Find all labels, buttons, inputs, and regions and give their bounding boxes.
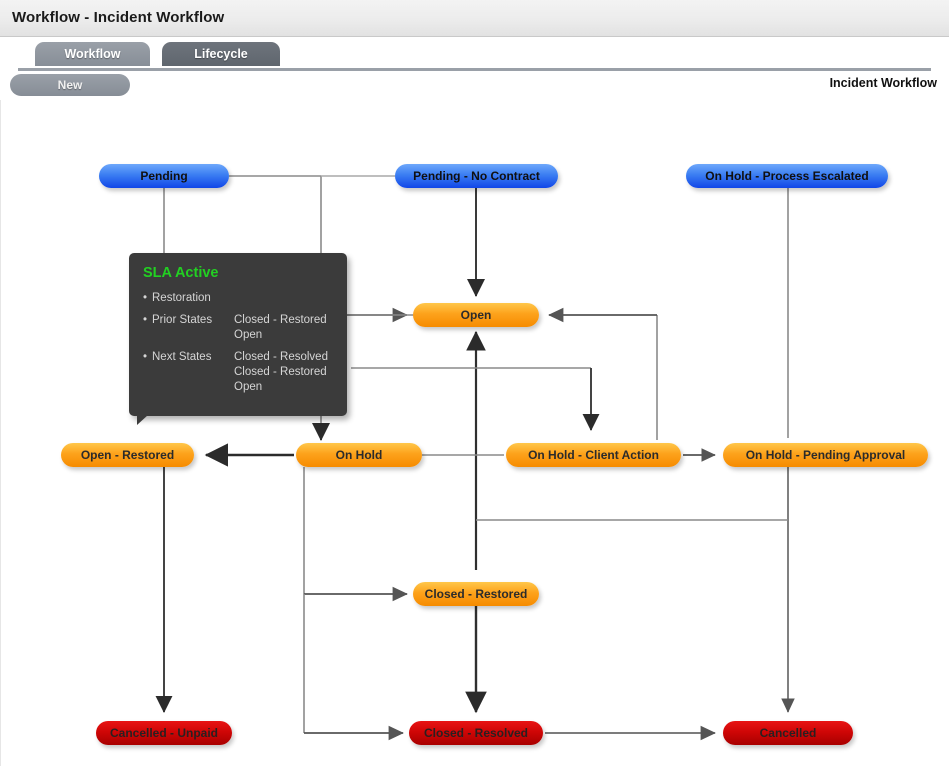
sla-tooltip-value: Closed - Resolved [234,351,328,363]
workflow-diagram-canvas[interactable]: Pending Pending - No Contract On Hold - … [0,100,949,766]
sla-tooltip-row-label: Prior States [152,314,213,326]
node-pending-no-contract[interactable]: Pending - No Contract [395,164,558,188]
node-closed-resolved[interactable]: Closed - Resolved [409,721,543,745]
sla-tooltip-row: • Next States Closed - Resolved Closed -… [143,350,333,395]
page-title: Workflow - Incident Workflow [12,9,225,26]
window-titlebar: Workflow - Incident Workflow [0,0,949,37]
sla-tooltip-value: Open [234,329,263,341]
tab-underline [18,68,931,71]
tab-strip: Workflow Lifecycle [0,38,949,70]
new-button[interactable]: New [10,74,130,96]
node-cancelled[interactable]: Cancelled [723,721,853,745]
sla-tooltip-value: Open [234,381,263,393]
action-bar: New Incident Workflow [0,72,949,100]
node-on-hold-pending-approval[interactable]: On Hold - Pending Approval [723,443,928,467]
sla-tooltip-row-values [211,291,333,306]
sla-tooltip-value: Closed - Restored [234,314,327,326]
node-on-hold-process-escalated[interactable]: On Hold - Process Escalated [686,164,888,188]
sla-tooltip-row-values: Closed - Resolved Closed - Restored Open [234,350,333,395]
diagram-caption: Incident Workflow [829,76,937,90]
sla-tooltip-row: • Prior States Closed - Restored Open [143,313,333,343]
sla-tooltip-row-label: Restoration [152,292,211,304]
sla-tooltip-value: Closed - Restored [234,366,327,378]
node-closed-restored[interactable]: Closed - Restored [413,582,539,606]
node-on-hold-client-action[interactable]: On Hold - Client Action [506,443,681,467]
node-cancelled-unpaid[interactable]: Cancelled - Unpaid [96,721,232,745]
node-open-restored[interactable]: Open - Restored [61,443,194,467]
tab-workflow[interactable]: Workflow [35,42,150,66]
tab-lifecycle[interactable]: Lifecycle [162,42,280,66]
node-open[interactable]: Open [413,303,539,327]
connector-layer [155,175,795,741]
sla-tooltip-row: • Restoration [143,291,333,306]
sla-tooltip-row-label: Next States [152,351,212,363]
sla-tooltip-title: SLA Active [143,265,219,281]
tooltip-tail [137,415,148,425]
sla-tooltip: SLA Active • Restoration • Prior States … [129,253,347,425]
bullet-icon: • [143,292,148,304]
bullet-icon: • [143,351,148,363]
node-pending[interactable]: Pending [99,164,229,188]
bullet-icon: • [143,314,148,326]
sla-tooltip-row-values: Closed - Restored Open [234,313,333,343]
node-on-hold[interactable]: On Hold [296,443,422,467]
